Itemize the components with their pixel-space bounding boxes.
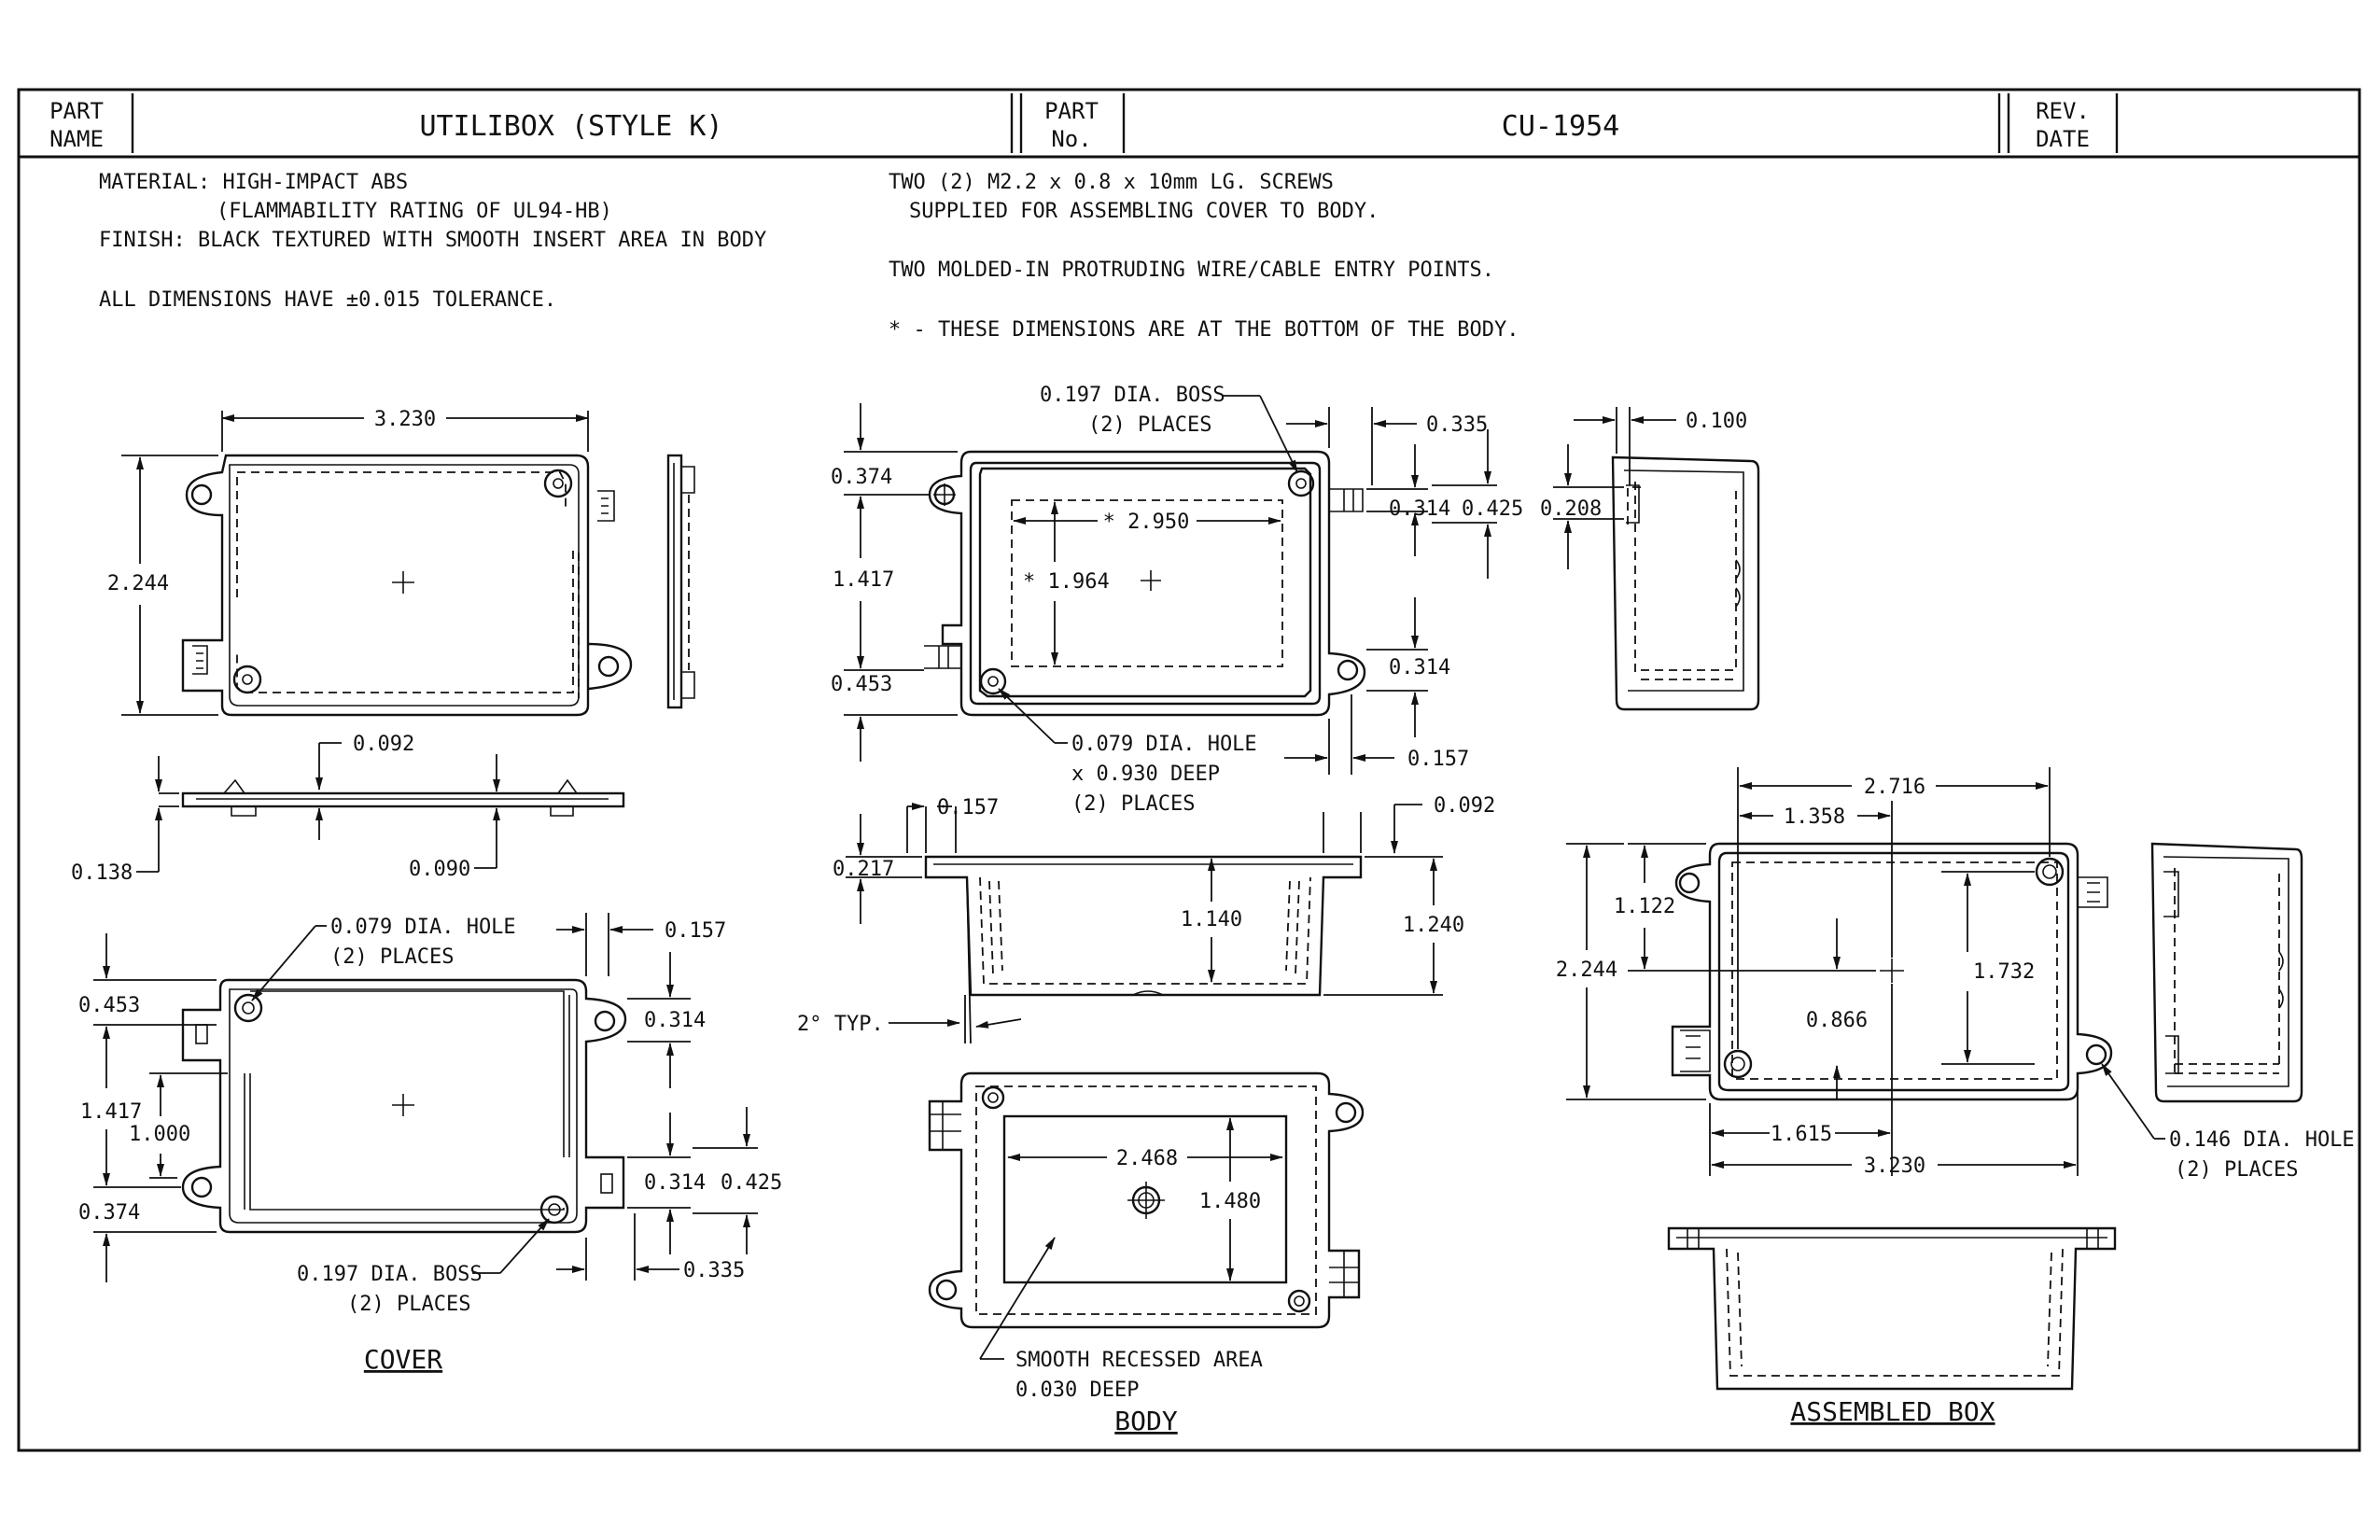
assembled-0866: 0.866 [1806, 1009, 1868, 1032]
assembled-1732: 1.732 [1973, 960, 2035, 984]
assembled-end-view [2150, 842, 2303, 1103]
body-top-314b: 0.314 [1389, 656, 1450, 679]
body-bottom-2468: 2.468 [1116, 1147, 1178, 1170]
body-end-view: 0.100 0.208 [1540, 407, 1760, 711]
cover-bottom-425: 0.425 [721, 1171, 782, 1195]
part-name-label-1: PART [49, 98, 104, 124]
cover-bottom-1000: 1.000 [129, 1123, 190, 1146]
part-name-value: UTILIBOX (STYLE K) [419, 110, 722, 143]
cover-bottom-453: 0.453 [78, 994, 140, 1017]
body-hole-2: x 0.930 DEEP [1071, 763, 1220, 786]
notes-left: MATERIAL: HIGH-IMPACT ABS (FLAMMABILITY … [99, 171, 766, 312]
note-material: MATERIAL: HIGH-IMPACT ABS [99, 171, 408, 194]
assembled-1358: 1.358 [1784, 805, 1845, 829]
body-top-335: 0.335 [1426, 413, 1488, 437]
note-finish: FINISH: BLACK TEXTURED WITH SMOOTH INSER… [99, 229, 766, 252]
note-screws: TWO (2) M2.2 x 0.8 x 10mm LG. SCREWS [889, 171, 1334, 194]
rev-label-1: REV. [2036, 98, 2090, 124]
cover-edge-138: 0.138 [71, 861, 133, 885]
cover-section-title: COVER [364, 1344, 442, 1375]
assembled-3230: 3.230 [1864, 1155, 1925, 1178]
body-boss-1: 0.197 DIA. BOSS [1040, 384, 1225, 407]
body-top-157: 0.157 [1407, 748, 1469, 771]
cover-boss-2: (2) PLACES [347, 1293, 470, 1316]
assembled-2716: 2.716 [1864, 776, 1925, 799]
part-no-label-1: PART [1044, 98, 1099, 124]
cover-bottom-314a: 0.314 [644, 1009, 706, 1032]
body-boss-2: (2) PLACES [1088, 413, 1211, 437]
body-bottom-view: 2.468 1.480 SMOOTH RECESSED AREA 0.030 D… [928, 1071, 1365, 1402]
body-top-view: * 2.950 * 1.964 0.197 DIA. BOSS (2) PLAC… [831, 384, 1523, 816]
assembled-top-view: 2.716 1.358 1.122 2.244 1.732 0.866 [1556, 767, 2355, 1182]
cover-top-view: 3.230 2.244 [107, 408, 633, 717]
body-top-2950: * 2.950 [1103, 511, 1190, 534]
body-section-title: BODY [1114, 1406, 1178, 1436]
cover-width-label: 3.230 [374, 408, 436, 431]
body-side-217: 0.217 [833, 858, 894, 881]
body-bottom-1480: 1.480 [1199, 1190, 1261, 1213]
cover-edge-090: 0.090 [409, 858, 470, 881]
note-flammability: (FLAMMABILITY RATING OF UL94-HB) [217, 200, 612, 223]
cover-edge-092: 0.092 [353, 733, 414, 756]
part-no-label-2: No. [1051, 126, 1091, 152]
body-side-1240: 1.240 [1403, 914, 1464, 937]
assembled-hole-2: (2) PLACES [2175, 1158, 2298, 1182]
cover-hole-2: (2) PLACES [330, 945, 454, 969]
body-top-453: 0.453 [831, 673, 892, 696]
cover-edge-view: 0.092 0.138 0.090 [71, 733, 625, 885]
body-top-314a: 0.314 [1389, 497, 1450, 521]
note-entry-points: TWO MOLDED-IN PROTRUDING WIRE/CABLE ENTR… [889, 259, 1494, 282]
part-no-value: CU-1954 [1502, 110, 1619, 143]
body-hole-1: 0.079 DIA. HOLE [1071, 733, 1257, 756]
body-side-157: 0.157 [937, 796, 999, 819]
cover-bottom-157: 0.157 [665, 919, 726, 943]
body-end-100: 0.100 [1686, 410, 1747, 433]
assembled-2244: 2.244 [1556, 959, 1617, 982]
cover-bottom-314b: 0.314 [644, 1171, 706, 1195]
body-side-view: 0.157 0.092 0.217 1.140 1.240 2° TYP. [797, 794, 1495, 1044]
body-smooth-1: SMOOTH RECESSED AREA [1015, 1349, 1263, 1372]
cover-bottom-view: 0.079 DIA. HOLE (2) PLACES 0.157 0.453 1… [78, 913, 782, 1316]
cover-side-profile [666, 454, 695, 709]
body-side-typ: 2° TYP. [797, 1013, 884, 1036]
body-side-1140: 1.140 [1181, 908, 1242, 931]
cover-bottom-335: 0.335 [683, 1259, 745, 1282]
note-tolerance: ALL DIMENSIONS HAVE ±0.015 TOLERANCE. [99, 288, 556, 312]
title-block: PART NAME UTILIBOX (STYLE K) PART No. CU… [17, 88, 2361, 1452]
body-top-374: 0.374 [831, 466, 892, 489]
note-screws-2: SUPPLIED FOR ASSEMBLING COVER TO BODY. [909, 200, 1379, 223]
body-end-208: 0.208 [1540, 497, 1602, 521]
rev-label-2: DATE [2036, 126, 2090, 152]
cover-boss-1: 0.197 DIA. BOSS [297, 1263, 483, 1286]
body-top-1417: 1.417 [833, 568, 894, 592]
part-name-label-2: NAME [49, 126, 104, 152]
body-smooth-2: 0.030 DEEP [1015, 1379, 1139, 1402]
assembled-1615: 1.615 [1771, 1123, 1832, 1146]
assembled-side-view [1667, 1226, 2117, 1391]
cover-bottom-1417: 1.417 [80, 1100, 142, 1124]
notes-right: TWO (2) M2.2 x 0.8 x 10mm LG. SCREWS SUP… [889, 171, 1519, 342]
cover-hole-1: 0.079 DIA. HOLE [330, 916, 516, 939]
body-hole-3: (2) PLACES [1071, 792, 1195, 816]
body-top-1964: * 1.964 [1023, 570, 1110, 594]
cover-bottom-374: 0.374 [78, 1201, 140, 1225]
body-side-092: 0.092 [1434, 794, 1495, 818]
assembled-hole-1: 0.146 DIA. HOLE [2169, 1128, 2355, 1152]
body-top-425: 0.425 [1462, 497, 1523, 521]
assembled-section-title: ASSEMBLED BOX [1790, 1396, 1995, 1427]
assembled-1122: 1.122 [1614, 895, 1675, 918]
sheet-border [17, 88, 2361, 1452]
note-bottom-dims: * - THESE DIMENSIONS ARE AT THE BOTTOM O… [889, 318, 1519, 342]
cover-height-label: 2.244 [107, 572, 169, 595]
